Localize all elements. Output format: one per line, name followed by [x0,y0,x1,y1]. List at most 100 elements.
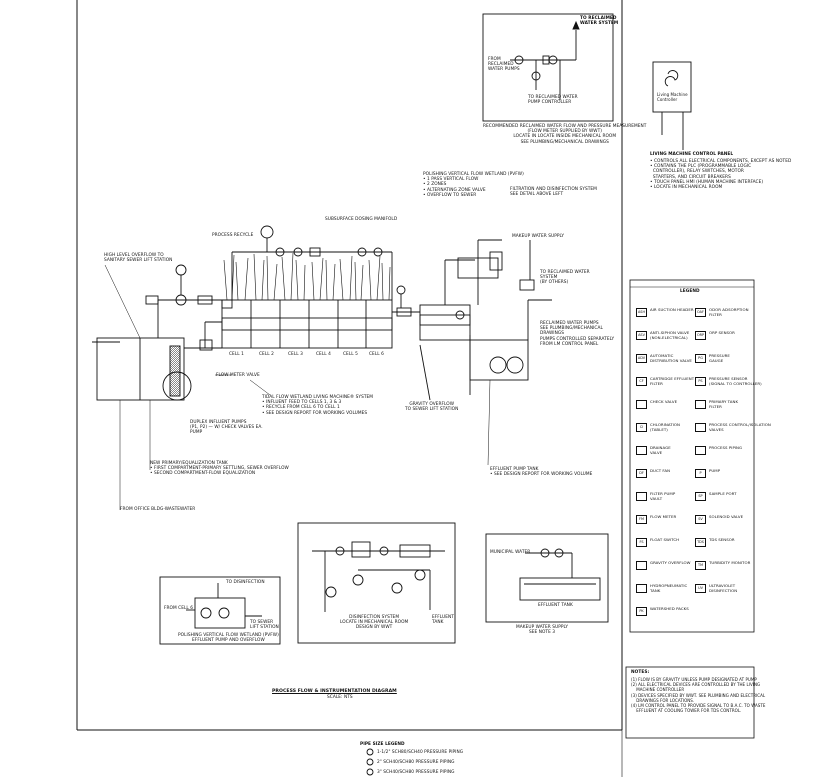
legend-heading: LEGEND [680,289,700,294]
reclaimed-to-system: TO RECLAIMED WATER SYSTEM [580,16,619,27]
diagram-scale: SCALE: NTS [327,695,353,700]
legend-right-symbol: TDS [695,538,706,547]
legend-right-row: PROCESS CONTROL/ISOLATION VALVES [695,422,771,445]
legend-left-label: ANTI-SIPHON VALVE (NON-ELECTRICAL) [650,330,690,340]
effluent-pump-tank-label: EFFLUENT PUMP TANK • SEE DESIGN REPORT F… [490,467,593,478]
legend-left-row: DRAINAGE VALVE [636,445,690,468]
equalization-tank [96,337,185,401]
legend-right-label: PRIMARY TANK FILTER [709,399,739,409]
legend-right-row: PROCESS PIPING [695,445,753,468]
pvfw-detail-box [159,576,281,645]
legend-left-row: FILTER PUMP VAULT [636,491,690,514]
legend-left-symbol [636,400,647,409]
notes-box [625,666,755,739]
reclaimed-pumps-label: RECLAIMED WATER PUMPS SEE PLUMBING/MECHA… [540,321,615,347]
reclaimed-to-controller: TO RECLAIMED WATER PUMP CONTROLLER [528,95,578,106]
disinfection-caption: DISINFECTION SYSTEM LOCATE IN MECHANICAL… [340,615,409,631]
legend-left-label: CHLORINATION (TABLET) [650,422,680,432]
disinfection-detail-box [297,522,456,644]
legend-left-symbol: ASH [636,308,647,317]
legend-left-row: CHECK VALVE [636,399,690,422]
legend-left-symbol: ASV [636,331,647,340]
legend-left-label: CARTRIDGE EFFLUENT FILTER [650,376,695,386]
legend-left-symbol: FM [636,515,647,524]
from-cell6-label: FROM CELL 6 [164,606,194,611]
makeup-caption: MAKEUP WATER SUPPLY SEE NOTE 3 [516,625,569,636]
pvfw-label: POLISHING VERTICAL FLOW WETLAND (PVFW) •… [423,172,524,198]
legend-right-label: SOLENOID VALVE [709,514,744,519]
legend-right-label: ULTRAVIOLET DISINFECTION [709,583,738,593]
legend-left-symbol: CF [636,377,647,386]
legend-box [629,279,755,633]
legend-left-symbol [636,561,647,570]
legend-right-symbol [695,446,706,455]
controller-box [652,61,692,113]
pipe-legend-item-2: 2" SCH40/SCH80 PRESSURE PIPING [377,760,455,765]
controller-logo: Living Machine Controller [657,92,688,103]
legend-left-row: HYDROPNEUMATIC TANK [636,583,690,606]
cell-3-label: CELL 3 [288,352,303,357]
to-disinfection-label: TO DISINFECTION [226,580,265,585]
pipe-legend-item-3: 3" SCH40/SCH80 PRESSURE PIPING [377,770,455,775]
legend-right-symbol: OAF [695,308,706,317]
pipe-legend-item-1: 1-1/2" SCH80/SCH40 PRESSURE PIPING [377,750,464,755]
legend-left-label: DUCT FAN [650,468,671,473]
legend-right-label: ODOR ADSORPTION FILTER [709,307,749,317]
process-recycle-label: PROCESS RECYCLE [212,233,254,238]
filtration-label: FILTRATION AND DISINFECTION SYSTEM SEE D… [510,187,597,198]
legend-left-symbol [636,446,647,455]
legend-right-symbol: SV [695,515,706,524]
legend-right-symbol [695,423,706,432]
supplemental-label: SUBSURFACE DOSING MANIFOLD [325,217,398,222]
legend-left-label: FLOW METER [650,514,677,519]
legend-left-symbol: ADV [636,354,647,363]
legend-right-label: ORP SENSOR [709,330,735,335]
equalization-label: NEW PRIMARY/EQUALIZATION TANK • FIRST CO… [150,461,289,477]
legend-right-label: PUMP [709,468,721,473]
controller-notes: • CONTROLS ALL ELECTRICAL COMPONENTS, EX… [650,159,792,191]
effluent-pump-tank [469,339,529,381]
makeup-label: MAKEUP WATER SUPPLY [512,234,565,239]
makeup-detail-box [485,533,609,623]
diagram-title: PROCESS FLOW & INSTRUMENTATION DIAGRAM [272,689,397,694]
legend-left-symbol: FS [636,538,647,547]
legend-left-label: FLOAT SWITCH [650,537,680,542]
legend-right-label: TURBIDITY MONITOR [709,560,751,565]
legend-left-label: DRAINAGE VALVE [650,445,671,455]
legend-right-symbol: TM [695,561,706,570]
pvfw-detail-caption: POLISHING VERTICAL FLOW WETLAND (PVFW) E… [178,633,279,644]
to-sewer-lift-label: TO SEWER LIFT STATION [250,620,279,631]
legend-left-symbol: PK [636,607,647,616]
pipe-legend-heading: PIPE SIZE LEGEND [360,742,405,747]
legend-right-label: PRESSURE GAUGE [709,353,730,363]
cell-6-label: CELL 6 [369,352,384,357]
legend-left-label: GRAVITY OVERFLOW [650,560,691,565]
reclaimed-detail-box [482,13,614,122]
legend-left-symbol [636,492,647,501]
legend-left-label: AIR SUCTION HEADER [650,307,694,312]
legend-right-symbol: UV [695,584,706,593]
cell-2-label: CELL 2 [259,352,274,357]
notes-heading: NOTES: [631,670,650,675]
tidal-cells [221,299,393,349]
legend-right-row: PRIMARY TANK FILTER [695,399,753,422]
overflow-label: HIGH LEVEL OVERFLOW TO SANITARY SEWER LI… [104,253,173,264]
legend-left-label: HYDROPNEUMATIC TANK [650,583,688,593]
municipal-water-label: MUNICIPAL WATER [490,550,531,555]
cell-5-label: CELL 5 [343,352,358,357]
